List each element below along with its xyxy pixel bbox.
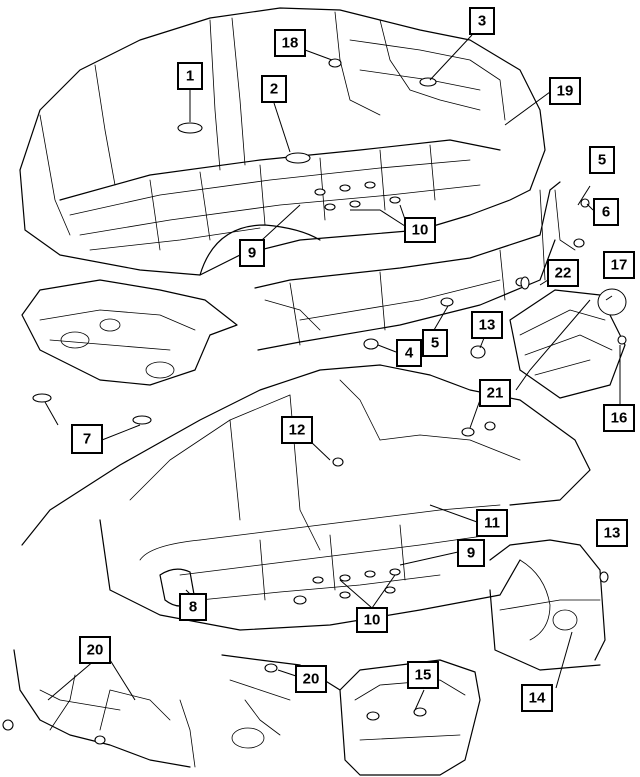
callout-4: 4	[396, 339, 422, 367]
callout-20-middle: 20	[295, 665, 327, 693]
callout-13-lower: 13	[596, 519, 628, 547]
svg-text:12: 12	[289, 422, 306, 439]
callout-3: 3	[469, 7, 495, 35]
rocker-panel-assembly	[254, 181, 590, 351]
callout-9-upper: 9	[239, 239, 265, 267]
callout-6: 6	[593, 198, 619, 226]
liftgate-area-inset	[221, 654, 481, 776]
callout-13-upper: 13	[471, 311, 503, 339]
svg-text:10: 10	[412, 222, 429, 239]
leader-lines	[44, 34, 621, 711]
callout-21: 21	[479, 379, 511, 407]
svg-text:13: 13	[479, 317, 496, 334]
svg-text:1: 1	[186, 68, 194, 85]
quarter-pillar-inset	[2, 649, 196, 768]
callout-17: 17	[603, 251, 635, 279]
callout-5-pillar: 5	[589, 146, 615, 174]
svg-text:16: 16	[611, 410, 628, 427]
callout-1: 1	[177, 62, 203, 90]
trunk-lid-inner-panel	[21, 279, 238, 425]
callout-10-lower: 10	[356, 607, 388, 633]
callout-19: 19	[549, 77, 581, 105]
spare-tire-tub-inset	[509, 276, 627, 399]
svg-text:8: 8	[189, 599, 197, 616]
svg-text:5: 5	[598, 152, 606, 169]
svg-text:2: 2	[270, 81, 278, 98]
svg-text:21: 21	[487, 385, 504, 402]
callout-2: 2	[261, 75, 287, 103]
callout-12: 12	[281, 416, 313, 444]
callout-10-upper: 10	[404, 217, 436, 243]
rear-quarter-inset	[489, 539, 609, 671]
svg-text:17: 17	[611, 257, 628, 274]
svg-text:10: 10	[364, 612, 381, 629]
callout-11: 11	[476, 509, 508, 537]
svg-text:9: 9	[248, 245, 256, 262]
svg-text:15: 15	[415, 667, 432, 684]
svg-text:14: 14	[529, 690, 546, 707]
svg-text:5: 5	[431, 335, 439, 352]
svg-text:9: 9	[467, 545, 475, 562]
svg-text:20: 20	[303, 671, 320, 688]
callout-14: 14	[521, 684, 553, 712]
svg-text:4: 4	[405, 345, 414, 362]
svg-text:19: 19	[557, 83, 574, 100]
lower-body-assembly	[21, 345, 591, 631]
svg-text:22: 22	[555, 265, 572, 282]
callout-8: 8	[179, 593, 207, 621]
callout-20-left: 20	[79, 636, 111, 664]
svg-text:13: 13	[604, 525, 621, 542]
callout-22: 22	[547, 259, 579, 287]
svg-text:11: 11	[484, 515, 500, 532]
svg-text:6: 6	[602, 204, 610, 221]
callout-18: 18	[274, 29, 306, 57]
callout-15: 15	[407, 661, 439, 689]
svg-text:7: 7	[83, 431, 91, 448]
svg-text:20: 20	[87, 642, 104, 659]
callout-16: 16	[603, 404, 635, 432]
svg-text:18: 18	[282, 35, 299, 52]
callout-7: 7	[71, 424, 103, 454]
svg-text:3: 3	[478, 13, 486, 30]
callout-5-rocker: 5	[422, 329, 448, 357]
callout-9-lower: 9	[457, 539, 485, 567]
upper-body-assembly	[19, 7, 546, 276]
